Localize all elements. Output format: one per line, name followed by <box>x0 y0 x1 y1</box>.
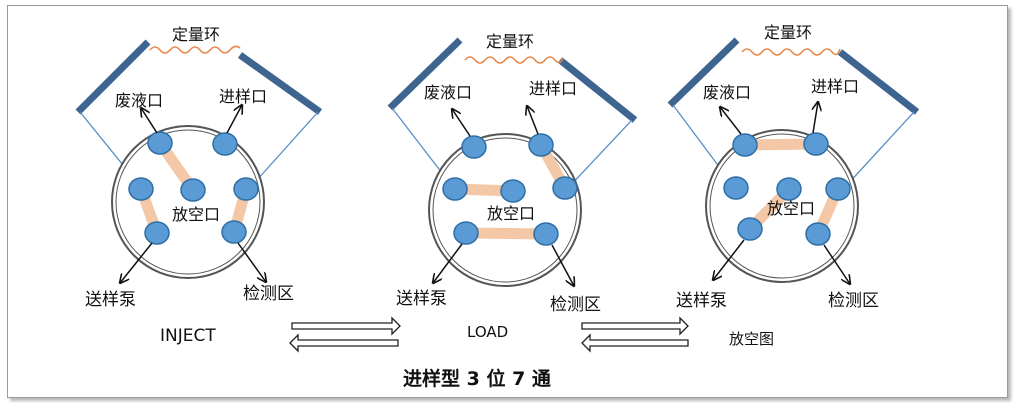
port <box>533 222 559 246</box>
panel-inject: 定量环 废液口 进样口 放空口 送样泵 检测区 INJECT <box>75 25 323 346</box>
arrow-pump <box>433 243 463 283</box>
arrow-pump <box>713 239 745 280</box>
arrow-waste <box>141 108 158 134</box>
switch-arrows-1 <box>289 316 401 353</box>
port <box>221 220 247 244</box>
loop-bar-left <box>387 37 463 111</box>
label-detector: 检测区 <box>550 295 601 315</box>
arrow-inlet <box>527 106 539 135</box>
port <box>442 177 468 201</box>
port <box>723 176 749 200</box>
state-load: LOAD <box>467 323 508 341</box>
label-loop: 定量环 <box>764 23 812 42</box>
port <box>128 177 154 201</box>
loop-bar-left <box>667 37 740 108</box>
port <box>180 178 206 202</box>
port <box>805 222 831 246</box>
port <box>461 135 487 159</box>
loop-coil <box>741 48 841 56</box>
channel <box>460 227 552 240</box>
arrow-detector <box>551 244 574 286</box>
label-waste: 废液口 <box>703 83 751 102</box>
label-waste: 废液口 <box>424 83 472 102</box>
valve-rotor <box>428 133 582 287</box>
loop-coil <box>149 45 241 54</box>
state-inject: INJECT <box>160 326 216 346</box>
arrow-waste <box>720 107 742 135</box>
diagram-caption: 进样型 3 位 7 通 <box>403 367 552 390</box>
loop-bar-left <box>75 39 151 115</box>
label-waste: 废液口 <box>115 91 163 110</box>
loop-bar-right <box>837 49 920 115</box>
label-vent: 放空口 <box>767 199 815 218</box>
label-vent: 放空口 <box>172 205 220 224</box>
port <box>776 177 802 201</box>
loop-bar-right <box>237 52 323 115</box>
port <box>212 132 238 156</box>
loop-bar-right <box>557 57 638 123</box>
label-vent: 放空口 <box>487 204 535 223</box>
arrow-detector <box>237 242 266 282</box>
port <box>233 177 259 201</box>
label-pump: 送样泵 <box>676 291 727 311</box>
panel-vent: 定量环 废液口 进样口 放空口 送样泵 检测区 放空图 <box>667 23 920 348</box>
panel-load: 定量环 废液口 进样口 放空口 送样泵 检测区 LOAD <box>387 32 638 341</box>
label-inlet: 进样口 <box>529 79 577 98</box>
port <box>732 133 758 157</box>
label-loop: 定量环 <box>486 32 534 51</box>
arrow-detector <box>823 244 850 284</box>
label-inlet: 进样口 <box>811 77 859 96</box>
port <box>453 221 479 245</box>
label-inlet: 进样口 <box>219 87 267 106</box>
port <box>147 131 173 155</box>
port <box>825 177 851 201</box>
loop-coil <box>464 56 564 64</box>
label-detector: 检测区 <box>243 284 294 304</box>
label-pump: 送样泵 <box>85 290 136 310</box>
port <box>737 217 763 241</box>
port <box>552 176 578 200</box>
label-pump: 送样泵 <box>396 289 447 309</box>
arrow-inlet <box>813 102 818 134</box>
port <box>144 221 170 245</box>
switch-arrows-2 <box>581 316 689 353</box>
port <box>803 132 829 156</box>
port <box>528 133 554 157</box>
port <box>500 179 526 203</box>
arrow-waste <box>452 109 471 137</box>
arrow-pump <box>120 242 153 283</box>
arrow-inlet <box>226 105 242 134</box>
label-loop: 定量环 <box>172 25 220 44</box>
label-detector: 检测区 <box>828 291 879 311</box>
state-vent-view: 放空图 <box>729 330 774 348</box>
